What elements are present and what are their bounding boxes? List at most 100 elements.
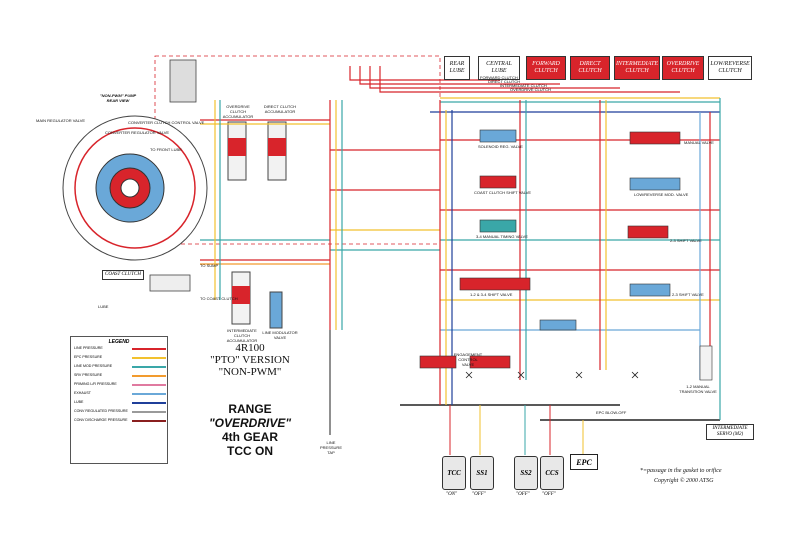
direct-accumulator-piston <box>268 138 286 156</box>
legend-row: CONV REGULATED PRESSURE <box>74 408 167 417</box>
header-overdrive-clutch: OVERDRIVE CLUTCH <box>662 56 704 80</box>
coast-clutch-box: COAST CLUTCH <box>102 270 144 280</box>
coast-clutch-pan <box>149 274 191 292</box>
valve-label-coast-clutch-shift: COAST CLUTCH SHIFT VALVE <box>474 190 532 195</box>
feed-label-forward: FORWARD CLUTCH <box>480 75 518 80</box>
pump-label-coast-clutch-line: TO COAST CLUTCH <box>200 296 238 301</box>
exhaust-marks <box>465 371 639 379</box>
pump-label-front-lube: TO FRONT LUBE <box>150 147 182 152</box>
solenoid-ccs-state: "OFF" <box>542 492 556 497</box>
line-pressure-tap-label: LINE PRESSURE TAP <box>319 440 342 455</box>
header-intermediate-clutch: INTERMEDIATE CLUTCH <box>614 56 660 80</box>
pump-label-sump: TO SUMP <box>200 263 219 268</box>
range-label: RANGE <box>228 402 272 416</box>
valve-label-1-2-3-4-shift: 1-2 & 3-4 SHIFT VALVE <box>470 292 513 297</box>
valve-label-manual: MANUAL VALVE <box>684 140 714 145</box>
valve-label-2-3-shift-a: 2-3 SHIFT VALVE <box>670 238 702 243</box>
intermediate-servo-box: INTERMEDIATE SERVO (M2) <box>706 424 754 440</box>
pump-title: "NON-PWM" PUMP REAR VIEW <box>99 93 137 103</box>
version-title: "PTO" VERSION <box>210 354 290 366</box>
valve-label-engagement-control: ENGAGEMENT CONTROL VALVE <box>453 352 483 367</box>
legend-row: SRV PRESSURE <box>74 372 167 381</box>
tcc-label: TCC ON <box>227 444 273 458</box>
solenoid-tcc-state: "ON" <box>446 492 458 497</box>
epc-solenoid: EPC <box>570 454 598 470</box>
legend-row: LINE PRESSURE <box>74 345 167 354</box>
legend-row-swatch <box>132 393 166 395</box>
legend-row: CONV DISCHARGE PRESSURE <box>74 417 167 426</box>
legend-title: LEGEND <box>108 339 130 345</box>
legend-row-swatch <box>132 384 166 386</box>
passage-note: *=passage in the gasket to orifice <box>640 468 722 474</box>
pump-label-converter-regulator: CONVERTER REGULATOR VALVE <box>105 130 170 135</box>
legend-row-swatch <box>132 411 166 413</box>
solenoid-ss2: SS2 <box>514 456 538 490</box>
legend-row-label: LINE MOD PRESSURE <box>74 364 113 368</box>
pump-line-ring <box>74 127 196 249</box>
title-block: 4R100 "PTO" VERSION "NON-PWM" <box>180 342 320 378</box>
legend-row: EPC PRESSURE <box>74 354 167 363</box>
legend-row-label: PRIMING L/R PRESSURE <box>74 382 117 386</box>
legend-row-label: LINE PRESSURE <box>74 346 103 350</box>
header-rear-lube: REAR LUBE <box>444 56 470 80</box>
range-value: "OVERDRIVE" <box>208 416 292 430</box>
legend-row-label: SRV PRESSURE <box>74 373 103 377</box>
legend-row-label: EXHAUST <box>74 391 91 395</box>
overdrive-accumulator-piston <box>228 138 246 156</box>
valve-label-2-3-shift-b: 2-3 SHIFT VALVE <box>672 292 704 297</box>
legend-row: EXHAUST <box>74 390 167 399</box>
accumulator-label-direct: DIRECT CLUTCH ACCUMULATOR <box>263 104 297 114</box>
accumulator-label-overdrive: OVERDRIVE CLUTCH ACCUMULATOR <box>222 104 254 119</box>
model-title: 4R100 <box>235 342 265 354</box>
pump-hub <box>120 178 140 198</box>
accumulator-label-intermediate: INTERMEDIATE CLUTCH ACCUMULATOR <box>226 328 258 343</box>
gear-label: 4th GEAR <box>221 430 278 444</box>
cooler <box>169 59 197 103</box>
solenoid-ccs: CCS <box>540 456 564 490</box>
header-central-lube: CENTRAL LUBE <box>478 56 520 80</box>
legend-row-swatch <box>132 420 166 422</box>
header-direct-clutch: DIRECT CLUTCH <box>570 56 610 80</box>
legend-row-swatch <box>132 348 166 350</box>
header-low-reverse-clutch: LOW/REVERSE CLUTCH <box>708 56 752 80</box>
feed-lines <box>200 66 720 421</box>
feed-label-overdrive: OVERDRIVE CLUTCH <box>510 87 551 92</box>
solenoid-ss1: SS1 <box>470 456 494 490</box>
legend-row-swatch <box>132 375 166 377</box>
solenoid-ss1-state: "OFF" <box>472 492 486 497</box>
valve-label-1-2-manual-transition: 1-2 MANUAL TRANSITION VALVE <box>679 384 717 394</box>
header-forward-clutch: FORWARD CLUTCH <box>526 56 566 80</box>
valve-label-solenoid-reg: SOLENOID REG. VALVE <box>478 144 523 149</box>
pump-label-main-regulator: MAIN REGULATOR VALVE <box>36 118 86 123</box>
line-modulator-valve <box>269 291 283 329</box>
valve-label-3-4-manual-timing: 3-4 MANUAL TIMING VALVE <box>476 234 528 239</box>
legend-row-swatch <box>132 402 166 404</box>
legend-row-label: LUBE <box>74 400 84 404</box>
solenoid-lines <box>329 330 584 455</box>
legend-row: PRIMING L/R PRESSURE <box>74 381 167 390</box>
legend-row-swatch <box>132 357 166 359</box>
valve-bodies <box>419 129 713 381</box>
pwm-title: "NON-PWM" <box>218 366 282 378</box>
solenoid-ss2-state: "OFF" <box>516 492 530 497</box>
valve-label-epc-blowoff: EPC BLOW-OFF <box>596 410 627 415</box>
pump-label-lube: LUBE <box>98 304 109 309</box>
valve-label-low-reverse-mod: LOW/REVERSE MOD. VALVE <box>634 192 689 197</box>
range-block: RANGE "OVERDRIVE" 4th GEAR TCC ON <box>180 402 320 458</box>
pump-label-converter-clutch: CONVERTER CLUTCH CONTROL VALVE <box>128 120 205 125</box>
legend-row: LUBE <box>74 399 167 408</box>
line-modulator-label: LINE MODULATOR VALVE <box>262 330 298 340</box>
legend-row-swatch <box>132 366 166 368</box>
solenoid-tcc: TCC <box>442 456 466 490</box>
feed-label-direct: DIRECT CLUTCH <box>488 79 521 84</box>
intermediate-accumulator-piston <box>232 286 250 304</box>
feed-label-intermediate: INTERMEDIATE CLUTCH <box>500 83 547 88</box>
legend-row: LINE MOD PRESSURE <box>74 363 167 372</box>
legend-row-label: CONV REGULATED PRESSURE <box>74 409 128 413</box>
copyright-note: Copyright © 2000 ATSG <box>654 478 714 484</box>
legend-row-label: CONV DISCHARGE PRESSURE <box>74 418 128 422</box>
